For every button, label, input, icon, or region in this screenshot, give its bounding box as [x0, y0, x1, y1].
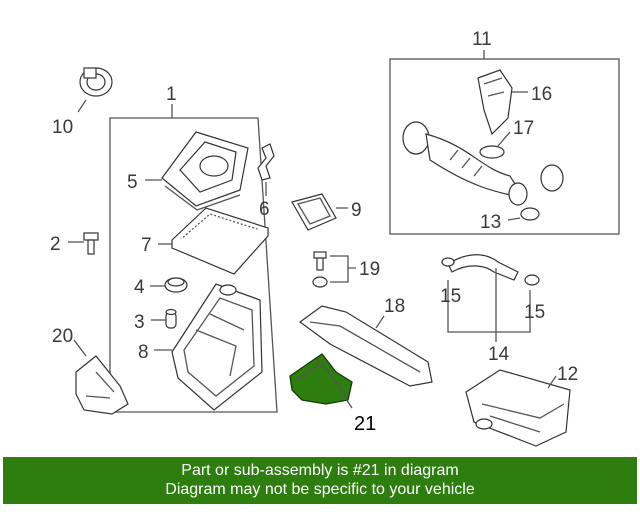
part-5-air-cleaner-cover[interactable]: [161, 131, 249, 211]
part-3-insulator[interactable]: [165, 308, 177, 329]
part-8-lower-housing[interactable]: [171, 283, 263, 411]
callout-19: 19: [359, 259, 380, 280]
callout-20: 20: [52, 326, 73, 347]
part-13-clamp[interactable]: [520, 207, 540, 221]
part-21-highlighted[interactable]: [289, 353, 353, 405]
part-17-clamp[interactable]: [479, 145, 505, 159]
fitment-banner: Part or sub-assembly is #21 in diagram D…: [3, 457, 637, 504]
part-4-grommet[interactable]: [164, 277, 188, 293]
parts-diagram: 10 1 5 6 7 2 4 3: [50, 29, 620, 447]
part-2-bolt[interactable]: [83, 232, 99, 255]
part-14-vent-hose[interactable]: [441, 254, 540, 286]
callout-2: 2: [50, 234, 61, 255]
callout-7: 7: [141, 235, 152, 256]
banner-line-2: Diagram may not be specific to your vehi…: [165, 481, 475, 498]
callout-15a: 15: [440, 286, 461, 307]
part-11-air-hose[interactable]: [402, 121, 564, 206]
banner-line-1: Part or sub-assembly is #21 in diagram: [181, 462, 459, 479]
group-1-frame: [109, 117, 278, 413]
part-10-sensor[interactable]: [79, 67, 113, 97]
part-12-resonator-box[interactable]: [465, 369, 571, 447]
callout-4: 4: [134, 277, 145, 298]
callout-5: 5: [127, 172, 138, 193]
callout-17: 17: [513, 118, 534, 139]
callout-6: 6: [259, 199, 270, 220]
part-18-intake-duct[interactable]: [298, 305, 433, 387]
callout-15b: 15: [524, 302, 545, 323]
group-11-frame: [389, 58, 620, 235]
callout-3: 3: [134, 312, 145, 333]
callout-8: 8: [138, 342, 149, 363]
part-19-bolt-grommet[interactable]: [312, 251, 328, 288]
callout-18: 18: [384, 296, 405, 317]
callout-16: 16: [531, 84, 552, 105]
part-20-bracket[interactable]: [75, 355, 129, 415]
callout-13: 13: [480, 212, 501, 233]
callout-11: 11: [472, 29, 492, 50]
callout-21: 21: [354, 413, 376, 435]
callout-9: 9: [351, 200, 362, 221]
callout-14: 14: [488, 344, 510, 365]
part-9-seal[interactable]: [291, 193, 337, 231]
callout-12: 12: [557, 364, 578, 385]
part-16-resonator[interactable]: [477, 69, 513, 136]
part-6-clip[interactable]: [257, 143, 275, 181]
callout-10: 10: [52, 117, 73, 138]
callout-1: 1: [166, 84, 177, 105]
part-7-air-filter[interactable]: [170, 207, 270, 275]
